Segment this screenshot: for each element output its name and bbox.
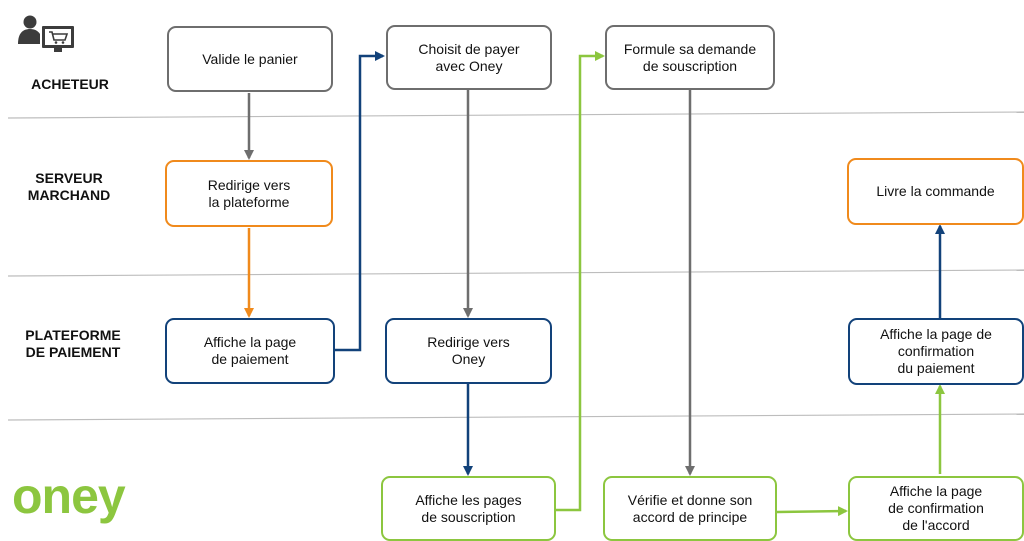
- step-display-payment-confirmation: Affiche la page de confirmation du paiem…: [848, 318, 1024, 385]
- lane-divider: [7, 111, 1024, 119]
- step-verify-agreement: Vérifie et donne son accord de principe: [603, 476, 777, 541]
- connector-subscription-to-request: [556, 51, 605, 512]
- step-formulate-request: Formule sa demande de souscription: [605, 25, 775, 90]
- step-display-payment-page: Affiche la page de paiement: [165, 318, 335, 384]
- step-redirect-oney: Redirige vers Oney: [385, 318, 552, 384]
- connector-verify-to-agreement: [776, 506, 848, 517]
- buyer-computer-cart-icon: [18, 15, 74, 52]
- step-display-agreement-confirmation: Affiche la page de confirmation de l'acc…: [848, 476, 1024, 541]
- lane-label-buyer: ACHETEUR: [31, 76, 109, 92]
- step-deliver-order: Livre la commande: [847, 158, 1024, 225]
- step-validate-cart: Valide le panier: [167, 26, 333, 92]
- connector-payment-to-choose-oney: [335, 51, 385, 352]
- lane-divider: [7, 269, 1024, 277]
- step-choose-oney: Choisit de payer avec Oney: [386, 25, 552, 90]
- oney-logo: oney: [12, 468, 126, 524]
- lane-label-platform: PLATEFORME DE PAIEMENT: [25, 327, 121, 360]
- lane-label-merchant: SERVEUR MARCHAND: [27, 170, 111, 203]
- lane-divider: [7, 413, 1024, 421]
- step-display-subscription-pages: Affiche les pages de souscription: [381, 476, 556, 541]
- step-redirect-platform: Redirige vers la plateforme: [165, 160, 333, 227]
